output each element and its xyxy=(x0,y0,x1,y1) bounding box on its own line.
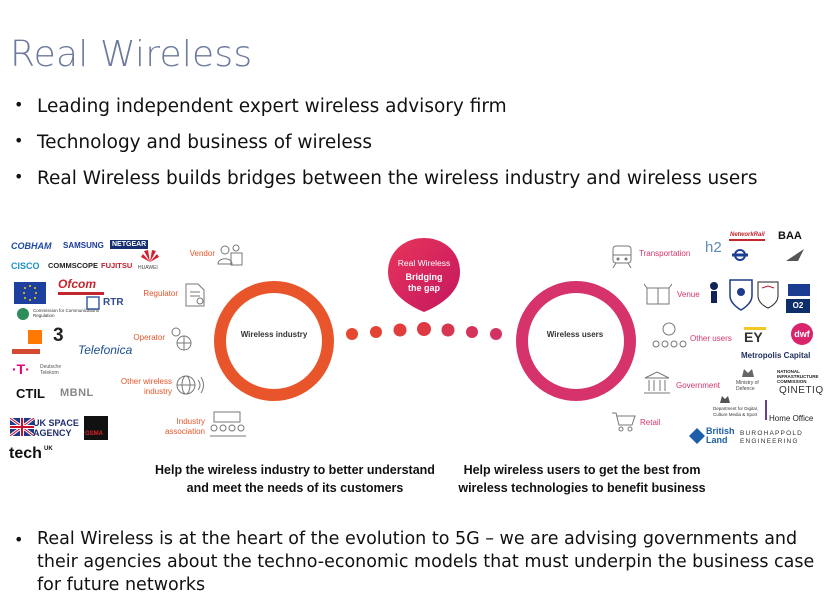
other-users-icon xyxy=(652,322,687,348)
dcms-crest-icon xyxy=(720,396,730,403)
logo-qinetiq: QINETIQ xyxy=(779,385,824,396)
other-users-label: Other users xyxy=(690,334,732,343)
vodafone-mark xyxy=(12,349,40,354)
logo-netgear: NETGEAR xyxy=(110,240,149,249)
eu-flag-icon xyxy=(14,282,46,304)
industry-label: Wireless industry xyxy=(240,330,308,339)
logo-metropolis: Metropolis Capital xyxy=(741,351,811,360)
users-caption: Help wireless users to get the best from… xyxy=(458,463,706,495)
homeoffice-bar xyxy=(765,400,767,420)
government-label: Government xyxy=(676,381,721,390)
bullet-item: Technology and business of wireless xyxy=(14,131,757,168)
page-title: Real Wireless xyxy=(10,34,253,75)
logo-burohappold: BUROHAPPOLD ENGINEERING xyxy=(740,430,804,445)
vendor-icon xyxy=(217,244,243,266)
government-icon xyxy=(644,371,670,394)
vendor-label: Vendor xyxy=(189,249,215,258)
logo-telekom: Deutsche Telekom xyxy=(40,364,62,376)
logo-commscope: COMMSCOPE xyxy=(48,261,99,270)
other-wireless-icon xyxy=(176,375,204,395)
logo-rtr: RTR xyxy=(103,297,124,308)
logo-homeoffice: Home Office xyxy=(769,414,814,423)
industry-caption: Help the wireless industry to better und… xyxy=(155,463,435,495)
union-flag-icon xyxy=(10,418,34,436)
telekom-t-icon: ·T· xyxy=(12,361,30,377)
logo-ofcom: Ofcom xyxy=(58,277,97,291)
comreg-icon xyxy=(17,308,29,320)
bullet-item: Leading independent expert wireless advi… xyxy=(14,95,757,132)
industry-ring xyxy=(214,281,334,401)
logo-britishland: British Land xyxy=(706,426,735,445)
logo-baa: BAA xyxy=(778,230,802,242)
rtr-icon xyxy=(86,296,100,310)
fa-shield-icon xyxy=(757,281,779,309)
spurs-icon xyxy=(710,282,718,303)
logo-huawei: HUAWEI xyxy=(138,265,158,271)
underground-roundel-icon xyxy=(732,249,748,261)
orange-icon xyxy=(28,330,42,344)
logo-cobham: COBHAM xyxy=(11,241,52,251)
logo-ey: EY xyxy=(744,329,763,345)
logo-comreg: Commission for Communications Regulation xyxy=(33,308,100,318)
bullet-item: Real Wireless builds bridges between the… xyxy=(14,167,757,204)
logo-techuk: tech xyxy=(9,445,42,462)
industry-association-icon xyxy=(210,411,246,437)
ofcom-underline xyxy=(58,292,104,295)
logo-telefonica: Telefonica xyxy=(78,343,133,357)
logo-cisco: CISCO xyxy=(11,261,40,271)
bridge-dots xyxy=(346,322,502,340)
logo-gsma: GSMA xyxy=(85,431,103,437)
logo-techuk-sup: UK xyxy=(44,446,53,452)
logo-networkrail: NetworkRail xyxy=(730,232,765,238)
logo-nic: NATIONAL INFRASTRUCTURE COMMISSION xyxy=(777,369,819,384)
bullet-item: Real Wireless is at the heart of the evo… xyxy=(14,528,819,597)
regulator-icon xyxy=(185,283,205,307)
regulator-label: Regulator xyxy=(143,289,178,298)
users-ring xyxy=(516,281,636,401)
logo-mod: Ministry of Defence xyxy=(736,380,759,392)
logo-h2: h2 xyxy=(705,239,722,256)
gsma-badge xyxy=(84,416,108,440)
other-industry-label: Other wireless industry xyxy=(120,377,172,396)
logo-samsung: SAMSUNG xyxy=(63,241,104,250)
users-label: Wireless users xyxy=(546,330,604,339)
ey-bar xyxy=(744,327,766,330)
operator-label: Operator xyxy=(133,333,165,342)
retail-label: Retail xyxy=(640,418,661,427)
operator-icon xyxy=(171,327,192,351)
summary-bullets: Real Wireless is at the heart of the evo… xyxy=(14,528,819,597)
logo-fujitsu: FUJITSU xyxy=(101,261,133,270)
venue-label: Venue xyxy=(677,290,700,299)
logo-dcms: Department for Digital, Culture Media & … xyxy=(713,406,759,417)
venue-badge xyxy=(788,284,810,296)
airport-icon xyxy=(786,249,804,261)
retail-icon xyxy=(612,412,636,432)
britishland-icon xyxy=(689,428,705,444)
logo-o2: O2 xyxy=(786,299,810,313)
logo-ctil: CTIL xyxy=(16,386,45,401)
logo-ukspace: UK SPACE AGENCY xyxy=(33,418,79,438)
bubble-subtitle: Bridging the gap xyxy=(405,272,443,293)
bubble-title: Real Wireless xyxy=(397,258,451,268)
venue-icon xyxy=(644,283,672,305)
networkrail-underline xyxy=(729,239,765,241)
intro-bullets: Leading independent expert wireless advi… xyxy=(14,95,757,204)
industry-association-label: Industry association xyxy=(164,417,205,436)
crest-icon xyxy=(742,369,754,377)
transportation-label: Transportation xyxy=(639,249,691,258)
transportation-icon xyxy=(612,245,632,269)
huawei-icon xyxy=(141,250,159,262)
logo-three: 3 xyxy=(53,325,64,346)
england-shield-icon xyxy=(729,279,753,311)
logo-mbnl: MBNL xyxy=(60,387,94,399)
logo-dwf: dwf xyxy=(791,323,813,345)
bridging-bubble xyxy=(388,238,460,312)
